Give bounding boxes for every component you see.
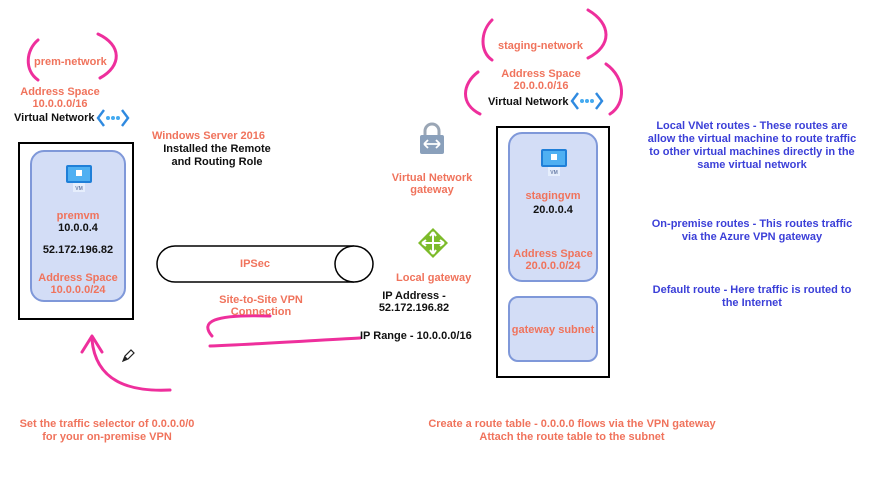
premvm-icon-text: VM [75,186,83,192]
gateway-subnet-box[interactable]: gateway subnet [508,296,598,362]
vnet-gateway-line1: Virtual Network [391,172,473,184]
ip-range-underline [208,336,362,348]
server-note-line2: Installed the Remote [163,143,271,155]
local-vnet-routes-line4: same virtual network [697,159,807,171]
local-vnet-routes-line2: allow the virtual machine to route traff… [647,133,857,145]
vm-monitor-icon: VM [541,149,567,176]
stagingvm-box[interactable]: VM stagingvm 20.0.0.4 Address Space 20.0… [508,132,598,282]
local-gateway-label: Local gateway [396,272,472,284]
ipsec-tunnel [156,245,374,283]
virtual-network-icon [570,92,604,110]
onprem-network-name: prem-network [34,56,107,68]
s2s-connection-line1: Site-to-Site VPN [219,294,303,306]
onpremise-routes-line2: via the Azure VPN gateway [681,231,823,243]
stagingvm-name: stagingvm [525,190,581,202]
local-gateway-ip-label: IP Address - [382,290,446,302]
vnet-gateway-line2: gateway [410,184,454,196]
return-arrow-head [80,334,104,354]
local-vnet-routes-line1: Local VNet routes - These routes are [656,120,848,132]
stagingvm-address-space-label: Address Space [513,248,593,260]
onprem-name-bracket-right [96,32,118,80]
ipsec-label: IPSec [240,258,270,270]
onprem-vnet-label: Virtual Network [14,112,95,124]
premvm-address-space-value: 10.0.0.0/24 [50,284,106,296]
stagingvm-private-ip: 20.0.0.4 [533,204,573,216]
premvm-address-space-label: Address Space [38,272,118,284]
stagingvm-address-space-value: 20.0.0.0/24 [525,260,581,272]
pencil-icon [121,349,135,363]
staging-vnet-label: Virtual Network [488,96,569,108]
staging-name-bracket-left [481,18,494,62]
s2s-connection-line2: Connection [230,306,292,318]
premvm-private-ip: 10.0.0.4 [58,222,98,234]
staging-address-bracket-right [604,62,623,116]
route-table-note-line1: Create a route table - 0.0.0.0 flows via… [428,418,716,430]
staging-address-bracket-left [464,70,482,116]
onprem-network-frame [18,142,134,320]
premvm-public-ip: 52.172.196.82 [42,244,114,256]
staging-address-space-value: 20.0.0.0/16 [513,80,569,92]
gateway-subnet-label: gateway subnet [511,324,595,336]
onpremise-routes-line1: On-premise routes - This routes traffic [651,218,853,230]
default-route-line2: the Internet [722,297,782,309]
return-arrow-curve [90,338,172,392]
local-gateway-ip-range: IP Range - 10.0.0.0/16 [360,330,472,342]
premvm-name: premvm [56,210,100,222]
onprem-address-space-value: 10.0.0.0/16 [32,98,88,110]
onprem-address-space-label: Address Space [20,86,100,98]
server-note-title: Windows Server 2016 [152,130,266,142]
local-vnet-routes-line3: to other virtual machines directly in th… [649,146,855,158]
connection-underline [206,314,272,338]
premvm-box[interactable]: VM premvm 10.0.0.4 52.172.196.82 Address… [30,150,126,302]
staging-network-name: staging-network [498,40,583,52]
traffic-selector-note-line2: for your on-premise VPN [42,431,172,443]
server-note-line3: and Routing Role [171,156,263,168]
local-gateway-ip-value: 52.172.196.82 [378,302,450,314]
onprem-name-bracket-left [26,38,40,82]
stagingvm-icon-text: VM [550,170,558,176]
default-route-line1: Default route - Here traffic is routed t… [652,284,852,296]
staging-address-space-label: Address Space [501,68,581,80]
route-table-note-line2: Attach the route table to the subnet [479,431,665,443]
virtual-network-icon [96,109,130,127]
lock-gateway-icon [420,122,444,154]
router-arrows-icon [418,228,448,258]
vm-monitor-icon: VM [66,165,92,192]
staging-name-bracket-right [586,8,608,60]
staging-network-frame [496,126,610,378]
traffic-selector-note-line1: Set the traffic selector of 0.0.0.0/0 [19,418,195,430]
